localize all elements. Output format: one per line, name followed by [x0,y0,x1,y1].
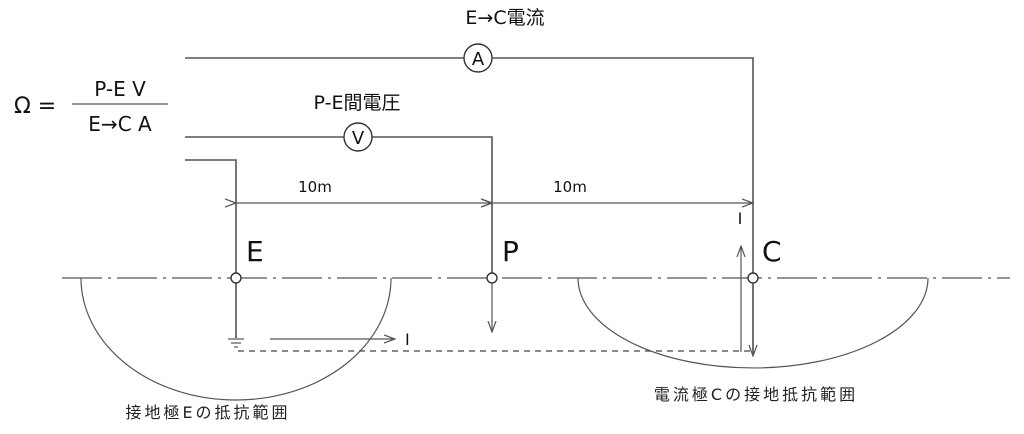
earth-electrode-wire [185,159,237,338]
caption-current-electrode: 電流極Cの接地抵抗範囲 [654,385,858,404]
electrode-c-marker [747,272,759,284]
formula-lhs: Ω = [14,94,56,119]
voltmeter-wire [185,136,493,278]
electrode-p-marker [486,272,498,284]
ammeter-icon [463,43,493,73]
ammeter-wire [185,57,754,355]
voltmeter-label: V [352,128,365,149]
current-title: E→C電流 [465,7,544,29]
current-electrode-resistance-range [577,277,929,369]
formula-numerator: P-E V [94,77,146,101]
voltmeter-icon [343,122,373,152]
voltage-title: P-E間電圧 [314,92,401,114]
earth-electrode-resistance-range [80,277,392,401]
current-label-c: I [738,209,743,228]
caption-earth-electrode: 接地極Eの抵抗範囲 [125,403,290,422]
current-label-bottom: I [405,330,410,349]
electrode-c-label: C [762,235,782,268]
electrode-e-marker [230,272,242,284]
distance-p-c-label: 10m [553,178,587,196]
ammeter-label: A [472,49,485,70]
formula-denominator: E→C A [88,112,152,136]
electrode-p-label: P [502,235,519,268]
distance-e-p-label: 10m [298,178,332,196]
ground-icon [228,338,244,348]
electrode-e-label: E [246,235,264,268]
